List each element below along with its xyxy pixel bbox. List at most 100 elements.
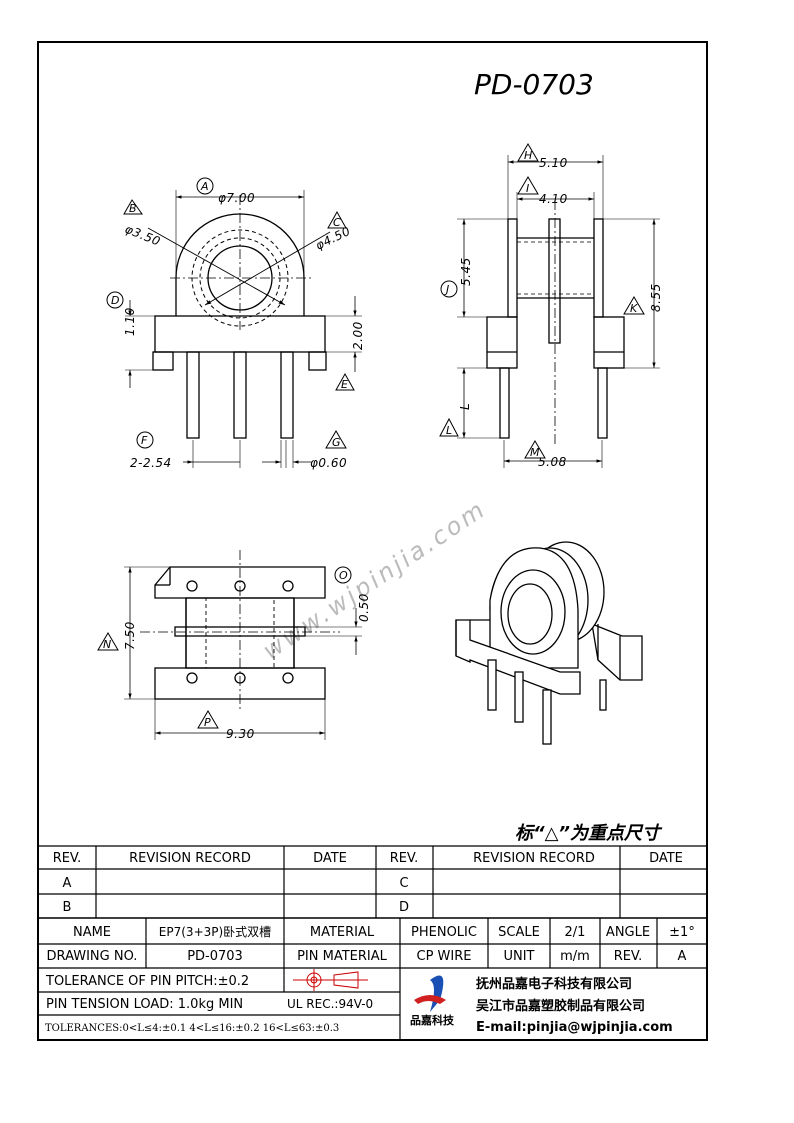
marker-e-icon: [335, 372, 355, 391]
drawing-no-label: DRAWING NO.: [47, 949, 138, 964]
title-block: [38, 918, 707, 1040]
tolerances: TOLERANCES:0<L≤4:±0.1 4<L≤16:±0.2 16<L≤6…: [45, 1023, 339, 1034]
marker-e-label: E: [341, 378, 348, 391]
isometric-view: [455, 541, 643, 745]
company-logo-icon: 品嘉科技: [410, 975, 455, 1027]
date-header-2: DATE: [649, 851, 683, 866]
dim-2-2-54: 2-2.54: [130, 456, 172, 470]
drawing-title: PD-0703: [474, 68, 594, 101]
drawing-no-value: PD-0703: [187, 949, 243, 964]
marker-letters: A B C D E F G H I J K L M N O P: [103, 149, 638, 729]
company-info: 抚州品嘉电子科技有限公司 吴江市品嘉塑胶制品有限公司 E-mail:pinjia…: [476, 976, 673, 1035]
rev-row-d: D: [399, 900, 409, 915]
dim-9-30: 9.30: [226, 727, 255, 741]
sheet-border: [37, 41, 708, 1041]
marker-c-label: C: [333, 216, 341, 229]
key-dimension-note: 标“△”为重点尺寸: [515, 823, 663, 844]
dim-7-00: φ7.00: [218, 191, 255, 205]
marker-g-label: G: [332, 436, 341, 449]
rev-row-c: C: [399, 876, 408, 891]
dim-5-45: 5.45: [459, 257, 473, 286]
revision-table-text: REV. REVISION RECORD DATE REV. REVISION …: [53, 851, 683, 915]
rev-row-b: B: [63, 900, 72, 915]
dim-3-50: φ3.50: [123, 222, 163, 249]
marker-i-icon: [517, 176, 539, 195]
company-name-2: 吴江市品嘉塑胶制品有限公司: [476, 998, 645, 1014]
marker-m-label: M: [530, 446, 540, 459]
dim-0-50: 0.50: [357, 593, 371, 622]
side-view-labels: 5.10 4.10 5.45 8.55 L 5.08: [458, 156, 663, 469]
marker-l-label: L: [446, 424, 452, 437]
marker-b-icon: [123, 199, 143, 215]
rev-row-a: A: [63, 876, 72, 891]
company-email: E-mail:pinjia@wjpinjia.com: [476, 1020, 673, 1035]
marker-n-label: N: [103, 638, 111, 651]
angle-label: ANGLE: [606, 925, 650, 940]
dim-l: L: [458, 403, 472, 410]
material-label: MATERIAL: [310, 925, 375, 940]
rev-value: A: [678, 949, 687, 964]
side-view: [457, 155, 660, 468]
pin-material-label: PIN MATERIAL: [297, 949, 388, 964]
marker-j-label: J: [444, 283, 449, 296]
dim-8-55: 8.55: [649, 283, 663, 312]
dim-7-50: 7.50: [123, 621, 137, 650]
rev-header-2: REV.: [390, 851, 419, 866]
name-value: EP7(3+3P)卧式双槽: [159, 925, 271, 939]
unit-label: UNIT: [503, 949, 534, 964]
marker-p-label: P: [204, 716, 211, 729]
marker-d-icon: [106, 291, 124, 309]
scale-value: 2/1: [565, 925, 586, 940]
name-label: NAME: [73, 925, 111, 940]
scale-label: SCALE: [498, 925, 540, 940]
marker-f-label: F: [141, 434, 148, 447]
pin-material-value: CP WIRE: [417, 949, 472, 964]
pin-pitch-tolerance: TOLERANCE OF PIN PITCH:±0.2: [45, 974, 249, 989]
dim-1-10: 1.10: [123, 307, 137, 336]
front-view-labels: φ7.00 φ3.50 φ4.50 1.10 2.00 2-2.54 φ0.60: [123, 191, 365, 470]
marker-b-label: B: [129, 202, 137, 215]
pin-tension: PIN TENSION LOAD: 1.0kg MIN: [46, 997, 243, 1012]
marker-o-icon: [334, 566, 352, 584]
dim-4-10: 4.10: [539, 192, 568, 206]
record-header: REVISION RECORD: [129, 851, 251, 866]
top-view: [124, 550, 362, 740]
marker-j-icon: [440, 280, 458, 298]
angle-value: ±1°: [669, 925, 695, 940]
marker-a-label: A: [200, 180, 209, 193]
markers: [97, 143, 645, 729]
dim-0-60: φ0.60: [310, 456, 347, 470]
marker-c-icon: [327, 210, 347, 229]
dim-5-10: 5.10: [539, 156, 568, 170]
revision-table: [38, 845, 707, 919]
marker-m-icon: [524, 440, 546, 459]
unit-value: m/m: [560, 949, 590, 964]
marker-h-icon: [517, 143, 539, 162]
marker-k-label: K: [630, 302, 638, 315]
marker-p-icon: [197, 710, 219, 729]
marker-g-icon: [325, 430, 347, 449]
marker-a-icon: [196, 177, 214, 195]
projection-symbol-icon: [293, 969, 368, 991]
front-view: [125, 190, 362, 468]
marker-l-icon: [439, 417, 459, 437]
dim-2-00: 2.00: [351, 321, 365, 350]
marker-h-label: H: [524, 149, 532, 162]
marker-d-label: D: [111, 294, 119, 307]
marker-k-icon: [623, 296, 645, 315]
marker-f-icon: [136, 431, 154, 449]
top-view-labels: 0.50 7.50 9.30: [123, 593, 371, 741]
record-header-2: REVISION RECORD: [473, 851, 595, 866]
marker-i-label: I: [526, 182, 529, 195]
marker-o-label: O: [339, 569, 348, 582]
rev-header: REV.: [53, 851, 82, 866]
rev-label: REV.: [614, 949, 643, 964]
material-value: PHENOLIC: [411, 925, 477, 940]
company-name-1: 抚州品嘉电子科技有限公司: [476, 976, 632, 992]
ul-rec: UL REC.:94V-0: [287, 997, 373, 1011]
marker-n-icon: [97, 632, 119, 651]
date-header: DATE: [313, 851, 347, 866]
title-block-text: NAME EP7(3+3P)卧式双槽 MATERIAL PHENOLIC SCA…: [45, 925, 695, 1034]
logo-text: 品嘉科技: [410, 1013, 455, 1027]
